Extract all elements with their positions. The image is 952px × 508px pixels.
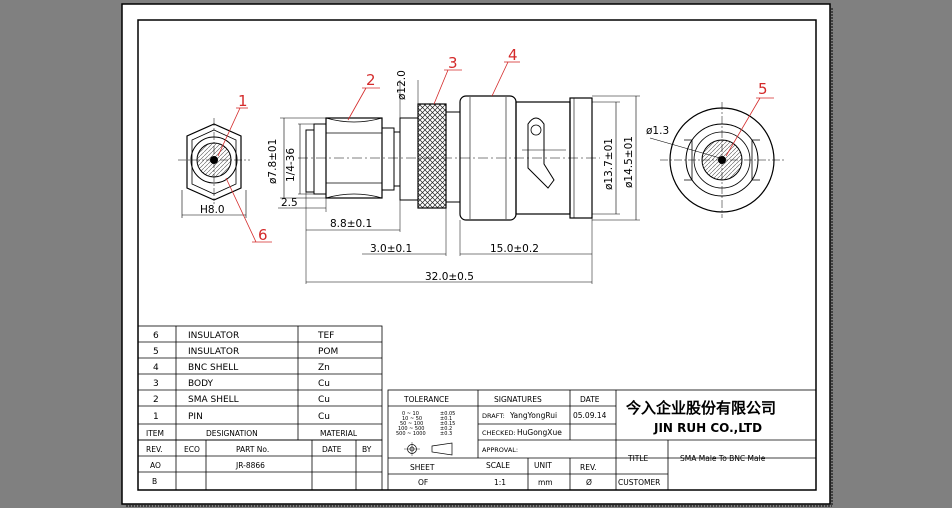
dim-d12: ø12.0 [396, 70, 408, 100]
dim-l3-0: 3.0±0.1 [370, 243, 412, 255]
rev-header-rev: REV. [146, 445, 163, 454]
dim-d13-7: ø13.7±01 [603, 138, 615, 190]
bom-material: Cu [318, 412, 330, 422]
bom-item: 5 [153, 347, 159, 357]
right-end-view: ø1.3 [646, 102, 784, 218]
approval-label: APPROVAL: [482, 446, 518, 454]
callout-1: 1 [238, 92, 248, 110]
tol-value: ±0.05 [440, 411, 455, 417]
tol-range: 50 ~ 100 [400, 421, 423, 427]
rev-row-rev: AO [150, 461, 161, 470]
tol-value: ±0.3 [440, 431, 452, 437]
title-label: TITLE [627, 454, 649, 463]
dim-d1-3: ø1.3 [646, 125, 669, 137]
company-name-cn: 今入企业股份有限公司 [625, 399, 776, 417]
revision-text: REV. ECO PART No. DATE BY AO JR-8866 B [146, 445, 372, 486]
bom-designation: SMA SHELL [188, 395, 239, 405]
sheet-label: SHEET [410, 463, 435, 472]
customer-label: CUSTOMER [618, 478, 660, 487]
callout-4: 4 [508, 46, 518, 64]
revision-table [137, 439, 383, 491]
left-end-view: H8.0 [178, 118, 250, 218]
bom-designation: PIN [188, 412, 203, 422]
bom-item: 3 [153, 379, 159, 389]
projection-symbol-icon [404, 442, 453, 456]
rev-value: Ø [586, 478, 592, 487]
date-label: DATE [580, 395, 600, 404]
bom-material: Cu [318, 379, 330, 389]
bom-rows: 6 INSULATOR TEF 5 INSULATOR POM 4 BNC SH… [146, 331, 358, 438]
unit-value: mm [538, 478, 553, 487]
rev-header-date: DATE [322, 445, 342, 454]
tolerance-label: TOLERANCE [403, 395, 449, 404]
rev-label: REV. [580, 463, 597, 472]
dim-d7-8: ø7.8±01 [267, 139, 279, 184]
dim-l15-0: 15.0±0.2 [490, 243, 539, 255]
title-block-grid [387, 389, 817, 491]
tol-range: 500 ~ 1000 [396, 431, 426, 437]
bom-material: Cu [318, 395, 330, 405]
dim-l8-8: 8.8±0.1 [330, 218, 372, 230]
draft-date: 05.09.14 [573, 411, 607, 420]
sheet-value: OF [418, 478, 428, 487]
callout-2: 2 [366, 71, 376, 89]
tol-range: 100 ~ 500 [398, 426, 424, 432]
dim-hex: H8.0 [200, 204, 225, 216]
dim-l32-0: 32.0±0.5 [425, 271, 474, 283]
bom-header-material: MATERIAL [320, 429, 358, 438]
dim-d14-5: ø14.5±01 [623, 136, 635, 188]
checked-name: HuGongXue [517, 428, 562, 437]
scale-label: SCALE [486, 461, 510, 470]
company-name-en: JIN RUH CO.,LTD [653, 421, 762, 435]
checked-label: CHECKED: [482, 429, 516, 437]
bom-designation: BNC SHELL [188, 363, 238, 373]
rev-header-partno: PART No. [236, 445, 269, 454]
callout-5: 5 [758, 80, 768, 98]
scale-value: 1:1 [494, 478, 506, 487]
bom-header-designation: DESIGNATION [206, 429, 258, 438]
unit-label: UNIT [534, 461, 552, 470]
title-block-text: TOLERANCE 0 ~ 10 ±0.05 10 ~ 50 ±0.1 50 ~… [396, 395, 776, 487]
dim-l2-5: 2.5 [281, 197, 298, 209]
bom-item: 1 [153, 412, 159, 422]
bom-designation: BODY [188, 379, 214, 389]
side-view: ø7.8±01 1/4-36 ø12.0 ø13.7±01 ø14.5±01 2… [267, 70, 640, 284]
bom-designation: INSULATOR [188, 331, 239, 341]
callout-6: 6 [258, 226, 268, 244]
callout-3: 3 [448, 54, 458, 72]
tol-value: ±0.1 [440, 416, 452, 422]
tol-range: 0 ~ 10 [402, 411, 419, 417]
tol-value: ±0.2 [440, 426, 452, 432]
bom-material: Zn [318, 363, 330, 373]
bom-item: 4 [153, 363, 159, 373]
bom-material: TEF [317, 331, 334, 341]
draft-label: DRAFT: [482, 412, 505, 420]
rev-header-by: BY [362, 445, 372, 454]
bom-header-item: ITEM [146, 429, 164, 438]
draft-name: YangYongRui [509, 411, 557, 420]
signatures-label: SIGNATURES [494, 395, 542, 404]
callouts: 1 2 3 4 5 6 [217, 46, 774, 244]
bom-item: 2 [153, 395, 159, 405]
knurled-ring [417, 103, 447, 209]
rev-row-rev: B [152, 477, 157, 486]
rev-row-partno: JR-8866 [235, 461, 265, 470]
bom-material: POM [318, 347, 338, 357]
tol-range: 10 ~ 50 [402, 416, 422, 422]
title-value: SMA Male To BNC Male [680, 454, 766, 463]
tol-value: ±0.15 [440, 421, 455, 427]
bom-designation: INSULATOR [188, 347, 239, 357]
dim-thread: 1/4-36 [285, 148, 297, 182]
rev-header-eco: ECO [184, 445, 200, 454]
bom-item: 6 [153, 331, 159, 341]
